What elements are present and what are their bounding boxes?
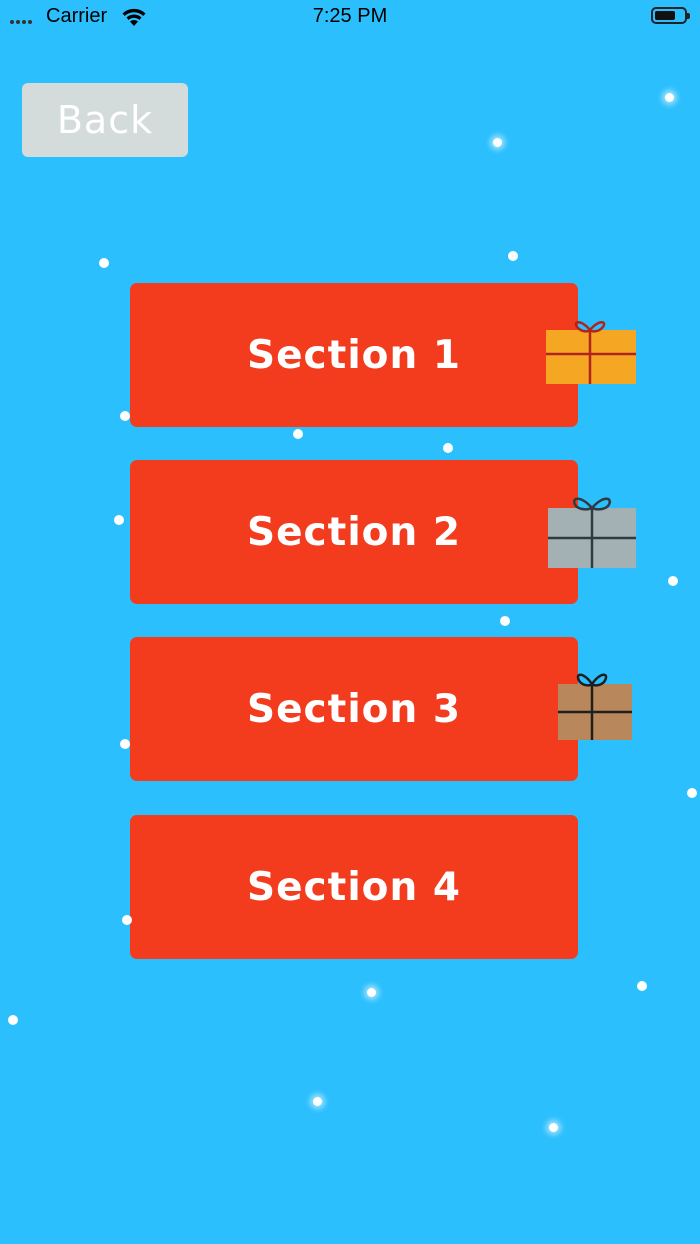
snowflake — [120, 411, 130, 421]
wifi-icon — [122, 8, 146, 26]
snowflake — [367, 988, 376, 997]
snowflake — [99, 258, 109, 268]
section-1-button[interactable]: Section 1 — [130, 283, 578, 427]
gift-icon — [548, 497, 636, 568]
status-time: 7:25 PM — [312, 5, 388, 27]
snowflake — [120, 739, 130, 749]
gift-icon — [558, 673, 632, 740]
section-2-button[interactable]: Section 2 — [130, 460, 578, 604]
gift-icon — [546, 321, 636, 384]
snowflake — [493, 138, 502, 147]
snowflake — [508, 251, 518, 261]
snowflake — [443, 443, 453, 453]
back-button[interactable]: Back — [22, 83, 188, 157]
snowflake — [293, 429, 303, 439]
status-bar: Carrier 7:25 PM — [0, 0, 700, 36]
carrier-label: Carrier — [46, 5, 108, 27]
snowflake — [8, 1015, 18, 1025]
snowflake — [114, 515, 124, 525]
section-4-button[interactable]: Section 4 — [130, 815, 578, 959]
section-3-button[interactable]: Section 3 — [130, 637, 578, 781]
snowflake — [549, 1123, 558, 1132]
snowflake — [668, 576, 678, 586]
snowflake — [637, 981, 647, 991]
cellular-signal-icon — [10, 20, 32, 24]
snowflake — [665, 93, 674, 102]
snowflake — [313, 1097, 322, 1106]
battery-icon — [651, 7, 690, 24]
snowflake — [122, 915, 132, 925]
snowflake — [687, 788, 697, 798]
snowflake — [500, 616, 510, 626]
